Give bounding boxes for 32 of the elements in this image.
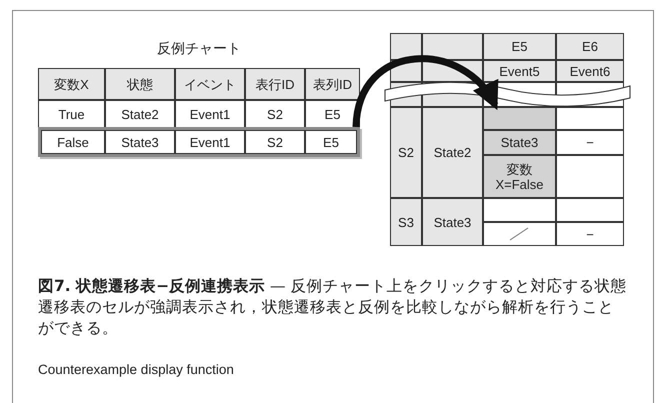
column-header: イベント [175, 68, 245, 100]
table-cell: − [556, 222, 624, 246]
column-header: Event6 [556, 60, 624, 82]
table-cell: State3 [105, 130, 175, 154]
table-cell: Event1 [175, 130, 245, 154]
table-cell: State3 [483, 130, 556, 155]
highlighted-cell [483, 107, 556, 130]
column-header: 状態 [105, 68, 175, 100]
table-title: 反例チャート [156, 40, 242, 58]
table-cell: S2 [245, 100, 305, 128]
column-header: 表列ID [305, 68, 360, 100]
column-header: E5 [483, 33, 556, 60]
row-header: S3 [390, 198, 422, 246]
column-header: 変数X [38, 68, 105, 100]
column-header: E6 [556, 33, 624, 60]
row-header: S2 [390, 107, 422, 198]
figure-caption: 図7. 状態遷移表−反例連携表示 — 反例チャート上をクリックすると対応する状態遷移表のセルが強調表示され，状態遷移表と反例を比較しながら解析を行うことができる。 [38, 276, 628, 339]
caption-subtitle: Counterexample display function [38, 362, 235, 379]
row-header: State3 [422, 198, 483, 246]
table-cell: False [41, 130, 105, 154]
table-cell: 変数X=False [483, 155, 556, 198]
column-header: Event5 [483, 60, 556, 82]
table-cell: State2 [105, 100, 175, 128]
table-cell: Event1 [175, 100, 245, 128]
table-cell: E5 [305, 130, 357, 154]
curved-arrow [352, 56, 498, 128]
table-cell: − [556, 130, 624, 155]
table-cell: S2 [245, 130, 305, 154]
column-header: 表行ID [245, 68, 305, 100]
table-cell: True [38, 100, 105, 128]
selection-frame [38, 127, 360, 157]
row-header: State2 [422, 107, 483, 198]
